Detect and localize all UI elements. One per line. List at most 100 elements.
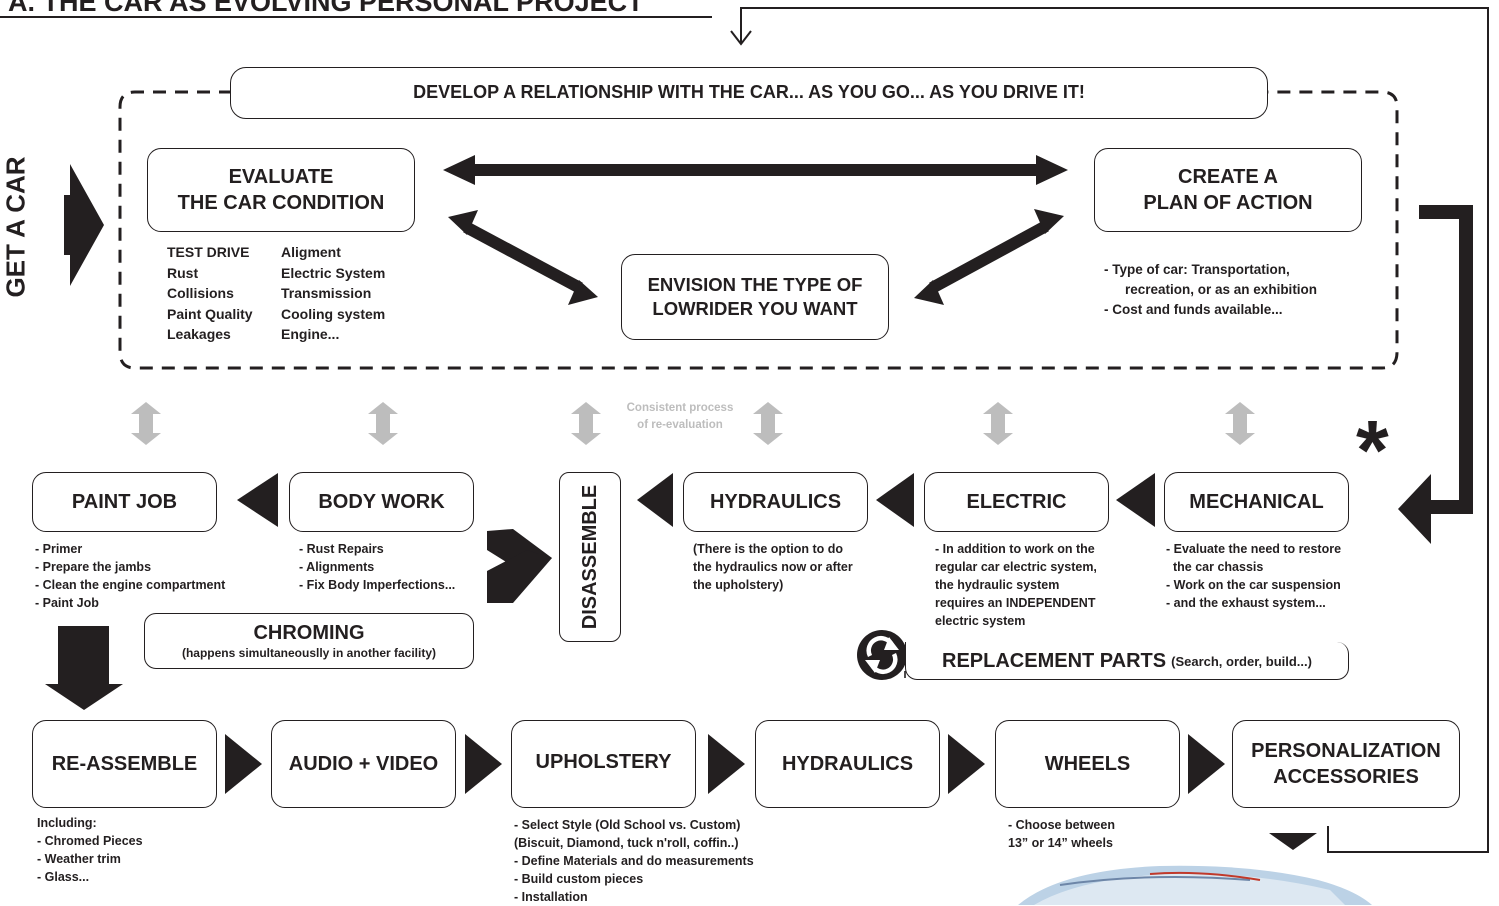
mechanical-box: MECHANICAL	[1164, 472, 1349, 532]
plan-note: - Type of car: Transportation,	[1104, 262, 1290, 277]
dashed-cycle-border	[118, 90, 1399, 370]
checklist-item: TEST DRIVE	[167, 244, 250, 260]
reevaluation-arrow	[1225, 402, 1255, 445]
plan-title-line1: CREATE A	[1178, 166, 1278, 188]
plan-title-line2: PLAN OF ACTION	[1143, 192, 1313, 214]
arrow-right	[225, 734, 262, 794]
arrow-left	[876, 473, 914, 527]
chroming-label: CHROMING	[253, 622, 365, 645]
note-line: - Build custom pieces	[514, 872, 644, 886]
note-line: - Primer	[35, 542, 83, 556]
paint-job-notes: - Primer - Prepare the jambs - Clean the…	[35, 540, 225, 612]
disassemble-box: DISASSEMBLE	[559, 472, 621, 642]
hydraulics-box-row2: HYDRAULICS	[755, 720, 940, 808]
checklist-item: Leakages	[167, 326, 231, 342]
note-line: (Biscuit, Diamond, tuck n'roll, coffin..…	[514, 836, 739, 850]
upholstery-label: UPHOLSTERY	[535, 751, 672, 773]
reevaluation-arrow	[368, 402, 398, 445]
note-line: - Define Materials and do measurements	[514, 854, 754, 868]
body-work-label: BODY WORK	[318, 491, 445, 513]
note-line: - In addition to work on the	[935, 542, 1095, 556]
arrow-right	[708, 734, 745, 794]
double-arrow-plan-envision	[914, 209, 1064, 305]
disassemble-label: DISASSEMBLE	[579, 484, 601, 630]
reevaluation-arrow	[131, 402, 161, 445]
row1-arrows	[237, 473, 1155, 527]
arrow-right	[1188, 734, 1225, 794]
upholstery-notes: - Select Style (Old School vs. Custom) (…	[514, 816, 754, 906]
asterisk-mark: *	[1356, 403, 1389, 497]
double-arrow-evaluate-envision	[448, 210, 598, 305]
note-line: regular car electric system,	[935, 560, 1097, 574]
arrow-right	[948, 734, 985, 794]
refresh-icon	[857, 630, 907, 680]
hydraulics-notes: (There is the option to do the hydraulic…	[693, 540, 853, 594]
note-line: - and the exhaust system...	[1166, 596, 1326, 610]
arrow-right	[465, 734, 502, 794]
envision-title-line2: LOWRIDER YOU WANT	[652, 298, 858, 319]
plan-notes: - Type of car: Transportation, recreatio…	[1104, 260, 1317, 320]
row2-arrows	[225, 734, 1225, 794]
page-title: A. THE CAR AS EVOLVING PERSONAL PROJECT	[8, 0, 644, 17]
wheels-box: WHEELS	[995, 720, 1180, 808]
reevaluation-arrows	[131, 402, 1255, 445]
wheels-label: WHEELS	[1044, 753, 1131, 775]
reassemble-box: RE-ASSEMBLE	[32, 720, 217, 808]
note-line: the upholstery)	[693, 578, 784, 592]
reevaluation-label: Consistent process of re-evaluation	[616, 400, 744, 434]
checklist-item: Transmission	[281, 285, 372, 301]
personalization-title-line2: ACCESSORIES	[1273, 766, 1419, 788]
upholstery-box: UPHOLSTERY	[511, 720, 696, 808]
audio-video-label: AUDIO + VIDEO	[288, 753, 439, 775]
plan-note: - Cost and funds available...	[1104, 302, 1283, 317]
note-line: - Glass...	[37, 870, 90, 884]
envision-title-line1: ENVISION THE TYPE OF	[647, 273, 863, 295]
audio-video-box: AUDIO + VIDEO	[271, 720, 456, 808]
reevaluation-text: of re-evaluation	[637, 419, 723, 431]
note-line: - Paint Job	[35, 596, 99, 610]
evaluate-checklist-col1: TEST DRIVE Rust Collisions Paint Quality…	[167, 242, 253, 345]
double-arrow-evaluate-plan	[443, 155, 1068, 185]
note-line: - Chromed Pieces	[37, 834, 143, 848]
reassemble-label: RE-ASSEMBLE	[51, 753, 198, 775]
arrow-left	[1116, 473, 1155, 527]
cycle-banner: DEVELOP A RELATIONSHIP WITH THE CAR... A…	[230, 67, 1268, 119]
chroming-subtitle: (happens simultaneouslly in another faci…	[181, 646, 437, 661]
reevaluation-arrow	[571, 402, 601, 445]
hydraulics-label: HYDRAULICS	[781, 753, 914, 775]
note-line: Including:	[37, 816, 97, 830]
note-line: - Alignments	[299, 560, 375, 574]
note-line: - Prepare the jambs	[35, 560, 152, 574]
note-line: electric system	[935, 614, 1026, 628]
get-a-car-arrow	[64, 164, 104, 286]
note-line: - Work on the car suspension	[1166, 578, 1341, 592]
loop-back-line	[740, 7, 1489, 853]
checklist-item: Electric System	[281, 264, 386, 281]
cycle-banner-text: DEVELOP A RELATIONSHIP WITH THE CAR... A…	[413, 82, 1085, 103]
wheels-notes: - Choose between 13” or 14” wheels	[1008, 816, 1115, 852]
checklist-item: Paint Quality	[167, 305, 253, 322]
paint-job-box: PAINT JOB	[32, 472, 217, 532]
note-line: - Installation	[514, 890, 588, 904]
personalization-title-line1: PERSONALIZATION	[1251, 740, 1441, 762]
evaluate-title-line2: THE CAR CONDITION	[177, 192, 385, 214]
replacement-parts-box: REPLACEMENT PARTS (Search, order, build.…	[905, 642, 1349, 680]
note-line: 13” or 14” wheels	[1008, 836, 1113, 850]
checklist-item: Engine...	[281, 326, 340, 342]
evaluate-checklist-col2: Aligment Electric System Transmission Co…	[281, 242, 385, 345]
plan-note: recreation, or as an exhibition	[1125, 282, 1318, 297]
note-line: - Evaluate the need to restore	[1166, 542, 1342, 556]
arrow-left	[637, 473, 673, 527]
evaluate-title-line1: EVALUATE	[228, 166, 334, 188]
reevaluation-arrow	[983, 402, 1013, 445]
note-line: requires an INDEPENDENT	[935, 596, 1096, 610]
reevaluation-arrow	[753, 402, 783, 445]
replacement-parts-subtitle: (Search, order, build...)	[1171, 654, 1312, 670]
personalization-box: PERSONALIZATION ACCESSORIES	[1232, 720, 1460, 808]
note-line: - Fix Body Imperfections...	[299, 578, 456, 592]
body-work-notes: - Rust Repairs - Alignments - Fix Body I…	[299, 540, 455, 594]
note-line: the car chassis	[1173, 560, 1264, 574]
note-line: - Choose between	[1008, 818, 1115, 832]
note-line: the hydraulic system	[935, 578, 1060, 592]
envision-box: ENVISION THE TYPE OF LOWRIDER YOU WANT	[621, 254, 889, 340]
